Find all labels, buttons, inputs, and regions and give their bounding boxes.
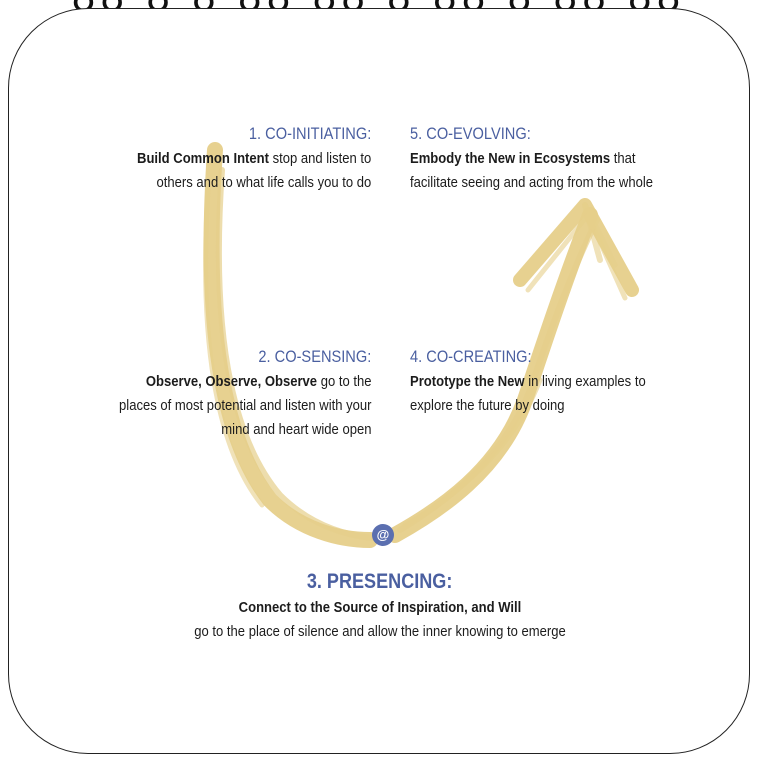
step-co-creating: 4. CO-CREATING: Prototype the New in liv…: [410, 345, 672, 418]
step-heading: 3. PRESENCING:: [307, 570, 453, 593]
step-description: go to the place of silence and allow the…: [194, 624, 566, 640]
step-description: Prototype the New in living examples to: [410, 374, 646, 390]
step-co-evolving: 5. CO-EVOLVING: Embody the New in Ecosys…: [410, 122, 680, 195]
step-description: Embody the New in Ecosystems that: [410, 151, 636, 167]
step-description: mind and heart wide open: [220, 422, 371, 438]
step-heading: 1. CO-INITIATING:: [248, 124, 371, 143]
step-presencing: 3. PRESENCING: Connect to the Source of …: [80, 570, 680, 644]
step-heading: 2. CO-SENSING:: [258, 347, 371, 366]
step-co-initiating: 1. CO-INITIATING: Build Common Intent st…: [111, 122, 371, 195]
step-description: Connect to the Source of Inspiration, an…: [238, 600, 522, 616]
presencing-symbol-icon: @: [372, 524, 394, 546]
step-heading: 5. CO-EVOLVING:: [410, 124, 531, 143]
step-description: facilitate seeing and acting from the wh…: [410, 175, 654, 191]
step-heading: 4. CO-CREATING:: [410, 347, 532, 366]
step-description: Observe, Observe, Observe go to the: [145, 374, 371, 390]
step-description: places of most potential and listen with…: [118, 398, 371, 414]
step-co-sensing: 2. CO-SENSING: Observe, Observe, Observe…: [91, 345, 371, 442]
left-descending-stroke: [203, 142, 378, 548]
diagram-frame: [8, 8, 750, 754]
step-description: explore the future by doing: [410, 398, 565, 414]
step-description: others and to what life calls you to do: [156, 175, 371, 191]
step-description: Build Common Intent stop and listen to: [136, 151, 371, 167]
